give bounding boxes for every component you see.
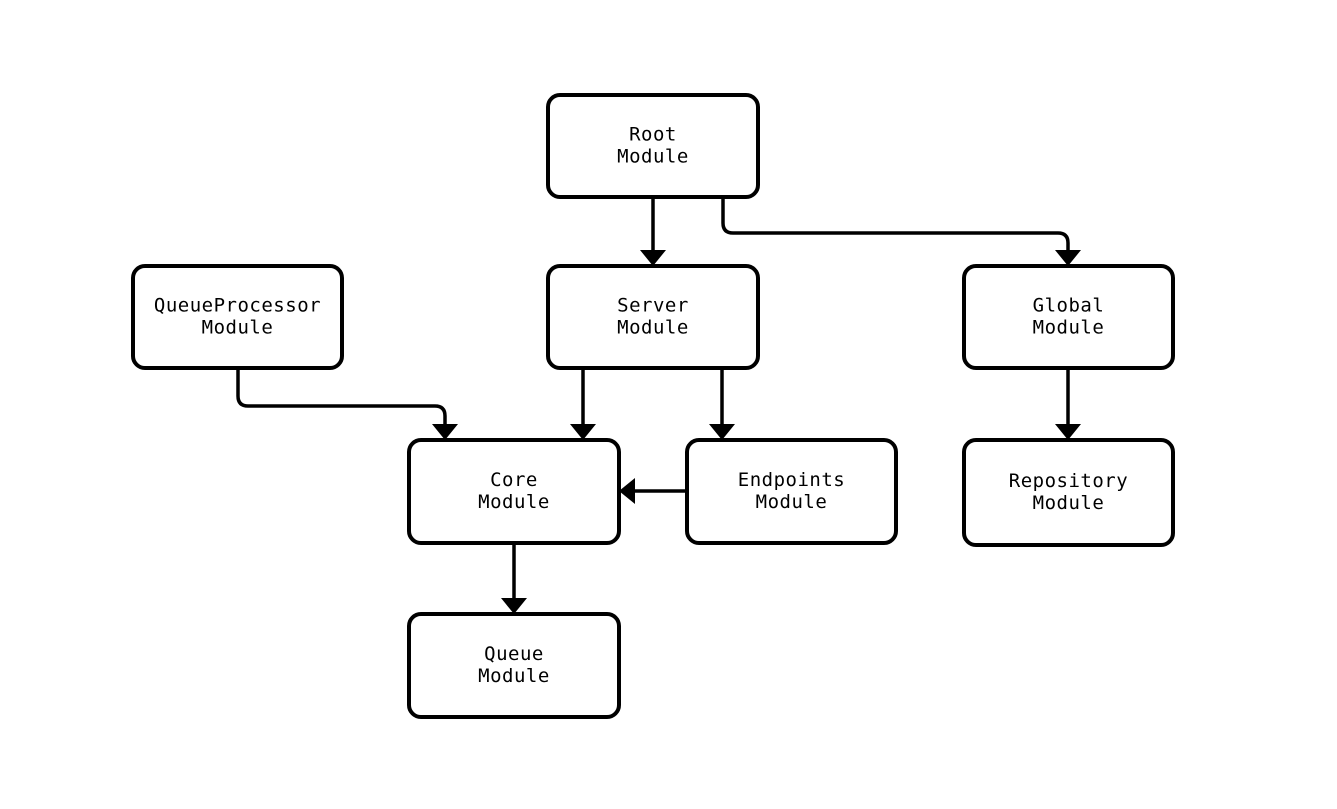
node-label-line2: Module xyxy=(1033,492,1105,514)
node-box[interactable] xyxy=(962,438,1175,547)
edge-queueprocessor-to-core xyxy=(236,368,458,440)
node-label-line2: Module xyxy=(756,491,828,513)
edge-server-to-core xyxy=(570,368,596,440)
node-label-line1: Server xyxy=(617,295,689,317)
node-box[interactable] xyxy=(685,438,898,545)
edge-line xyxy=(721,197,1070,252)
arrowhead-icon xyxy=(640,250,666,266)
arrowhead-icon xyxy=(619,478,635,504)
arrowhead-icon xyxy=(501,598,527,614)
node-label-line1: Global xyxy=(1033,295,1105,317)
node-label-line2: Module xyxy=(617,146,689,168)
node-label-line1: Queue xyxy=(484,643,544,665)
edge-root-to-server xyxy=(640,197,666,266)
edge-root-to-global xyxy=(721,197,1081,266)
arrowhead-icon xyxy=(570,424,596,440)
node-label-line1: QueueProcessor xyxy=(154,295,321,317)
node-label-line1: Endpoints xyxy=(738,469,845,491)
edge-line xyxy=(236,368,447,426)
node-label-line1: Root xyxy=(629,124,677,146)
node-box[interactable] xyxy=(546,264,760,370)
node-box[interactable] xyxy=(131,264,344,370)
node-box[interactable] xyxy=(962,264,1175,370)
node-box[interactable] xyxy=(407,438,621,545)
node-label-line1: Repository xyxy=(1009,470,1128,492)
edge-server-to-endpoints xyxy=(709,368,735,440)
arrowhead-icon xyxy=(432,424,458,440)
node-label-line2: Module xyxy=(1033,317,1105,339)
node-box[interactable] xyxy=(546,93,760,199)
edge-endpoints-to-core xyxy=(619,478,687,504)
node-label-line2: Module xyxy=(478,665,550,687)
edge-layer xyxy=(236,197,1081,614)
arrowhead-icon xyxy=(1055,250,1081,266)
node-label-line2: Module xyxy=(478,491,550,513)
node-label-line2: Module xyxy=(202,317,274,339)
edge-global-to-repository xyxy=(1055,368,1081,440)
node-label-line2: Module xyxy=(617,317,689,339)
node-label-line1: Core xyxy=(490,469,538,491)
arrowhead-icon xyxy=(1055,424,1081,440)
arrowhead-icon xyxy=(709,424,735,440)
node-layer: RootModuleQueueProcessorModuleServerModu… xyxy=(131,93,1175,719)
node-box[interactable] xyxy=(407,612,621,719)
edge-core-to-queue xyxy=(501,543,527,614)
